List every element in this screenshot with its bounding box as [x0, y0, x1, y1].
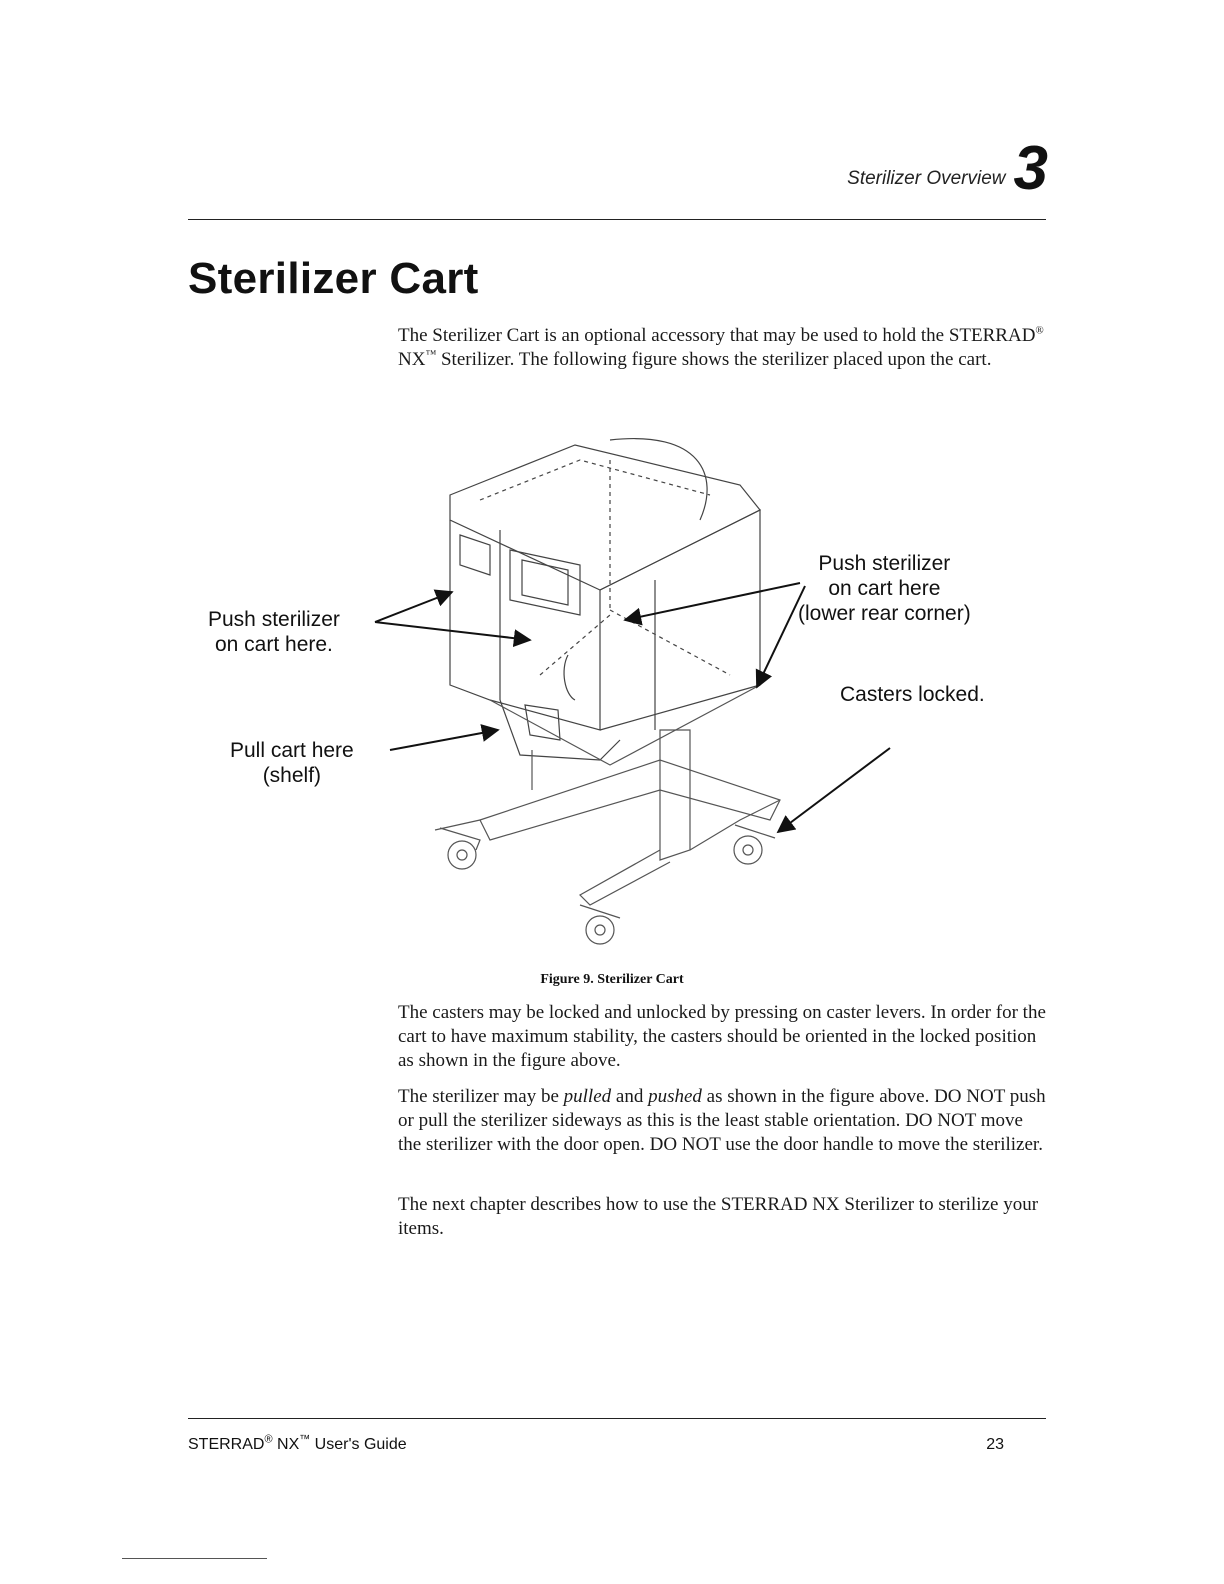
callout-pull-cart: Pull cart here (shelf)	[230, 738, 354, 788]
bottom-stub-line	[122, 1558, 267, 1559]
section-title: Sterilizer Overview	[847, 168, 1006, 189]
footer-trademark-mark: ™	[299, 1433, 311, 1446]
registered-mark: ®	[1035, 324, 1044, 337]
callout-pull-line1: Pull cart here	[230, 739, 354, 762]
callout-push-rear-line2: on cart here	[828, 577, 941, 600]
page-number: 23	[986, 1436, 1004, 1453]
footer-model: NX	[272, 1436, 300, 1453]
sterilizer-cart-figure: Push sterilizer on cart here. Push steri…	[180, 400, 1060, 970]
next-chapter-paragraph: The next chapter describes how to use th…	[398, 1194, 1039, 1239]
callout-push-rear-line1: Push sterilizer	[818, 552, 951, 575]
intro-text-c: Sterilizer. The following figure shows t…	[436, 349, 992, 370]
moving-text-b: and	[611, 1086, 649, 1107]
moving-paragraph: The sterilizer may be pulled and pushed …	[398, 1085, 1046, 1157]
trademark-mark: ™	[425, 348, 437, 361]
running-header: Sterilizer Overview 3	[847, 138, 1048, 200]
callout-casters: Casters locked.	[840, 683, 985, 706]
moving-text-a: The sterilizer may be	[398, 1086, 564, 1107]
callout-push-front-line1: Push sterilizer	[208, 608, 340, 631]
footer-registered-mark: ®	[264, 1433, 273, 1446]
intro-text-b: NX	[398, 349, 426, 370]
casters-paragraph: The casters may be locked and unlocked b…	[398, 1002, 1046, 1071]
pushed-emphasis: pushed	[648, 1086, 702, 1107]
sterilizer-drawing	[449, 438, 761, 761]
callout-pull-line2: (shelf)	[262, 764, 322, 787]
callout-push-front-line2: on cart here.	[214, 633, 333, 656]
footer-guide: User's Guide	[310, 1436, 407, 1453]
footer-product: STERRAD	[188, 1436, 265, 1453]
chapter-number: 3	[1013, 134, 1048, 203]
callout-arrows	[374, 582, 891, 834]
cart-drawing	[434, 684, 781, 945]
page-title: Sterilizer Cart	[188, 254, 479, 303]
header-rule	[188, 219, 1046, 220]
callout-push-front: Push sterilizer on cart here.	[208, 607, 340, 657]
footer-rule	[188, 1418, 1046, 1419]
pulled-emphasis: pulled	[563, 1086, 612, 1107]
figure-caption: Figure 9. Sterilizer Cart	[540, 972, 684, 987]
intro-paragraph: The Sterilizer Cart is an optional acces…	[398, 324, 1046, 372]
sterilizer-cart-illustration	[374, 438, 891, 945]
footer-guide-title: STERRAD® NX™ User's Guide	[188, 1433, 407, 1454]
moving-text-c: as shown in the figure above. DO NOT pus…	[398, 1086, 1046, 1155]
callout-push-rear-line3: (lower rear corner)	[798, 602, 971, 625]
callout-push-rear: Push sterilizer on cart here (lower rear…	[798, 551, 971, 626]
intro-text-a: The Sterilizer Cart is an optional acces…	[398, 325, 1036, 346]
